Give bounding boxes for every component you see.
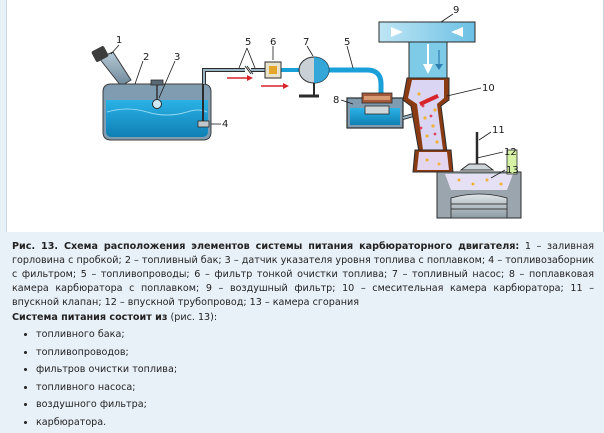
list-item: карбюратора. [36,414,177,432]
label-3: 3 [174,52,180,63]
label-5b: 5 [344,37,350,48]
figure-frame: 1 2 3 4 5 6 7 5 8 9 10 11 12 13 [6,0,604,232]
caption-text: 1 – заливная горловина с пробкой; 2 – то… [12,241,594,308]
list-item: топливного бака; [36,326,177,344]
intake-manifold [412,149,454,173]
label-1: 1 [116,35,122,46]
intro-bold: Система питания состоит из [12,312,168,323]
fuel-pump [298,56,330,98]
label-6: 6 [270,37,276,48]
intake-valve [459,132,495,171]
label-5a: 5 [245,37,251,48]
figure-caption: Рис. 13. Схема расположения элементов си… [12,240,594,310]
list-item: воздушного фильтра; [36,396,177,414]
label-13: 13 [506,165,519,176]
components-list: топливного бака; топливопроводов; фильтр… [12,326,177,432]
label-2: 2 [143,52,149,63]
fine-fuel-filter [261,61,289,89]
intro-rest: (рис. 13): [167,312,218,323]
label-9: 9 [453,5,459,16]
list-item: топливопроводов; [36,344,177,362]
list-item: топливного насоса; [36,379,177,397]
label-10: 10 [482,83,495,94]
filler-neck [91,46,132,87]
caption-title: Рис. 13. Схема расположения элементов си… [12,241,520,252]
label-12: 12 [504,147,517,158]
leader-lines [110,13,506,179]
mixing-chamber [402,77,450,153]
list-item: фильтров очистки топлива; [36,361,177,379]
fuel-system-diagram: 1 2 3 4 5 6 7 5 8 9 10 11 12 13 [91,5,522,219]
fuel-lines [202,65,384,100]
label-7: 7 [303,37,309,48]
label-4: 4 [222,119,228,130]
combustion-chamber [436,149,522,219]
label-11: 11 [492,125,505,136]
air-filter [378,21,476,79]
label-8: 8 [333,95,339,106]
fuel-tank [102,79,212,141]
list-intro: Система питания состоит из (рис. 13): [12,311,592,325]
